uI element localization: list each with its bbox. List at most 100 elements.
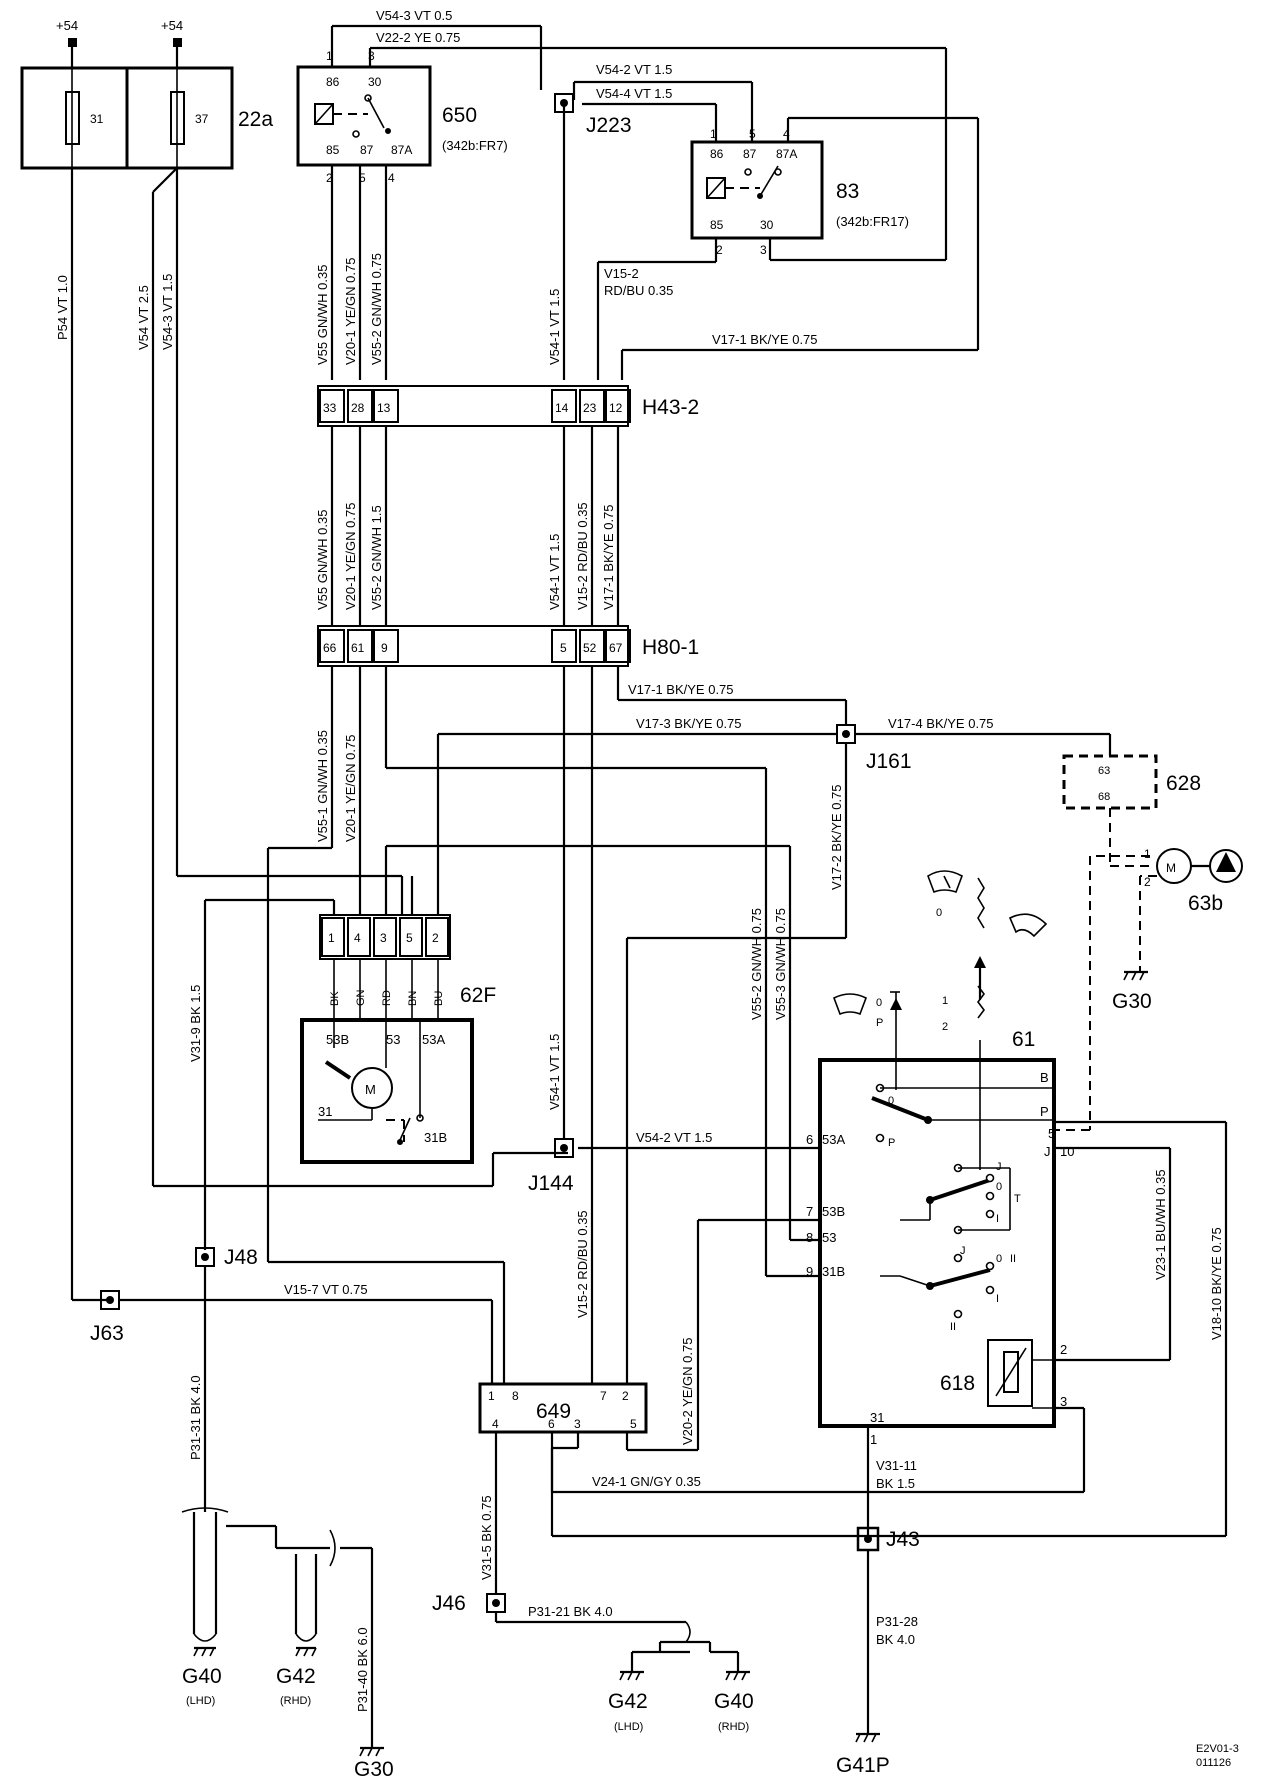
junction-j46-label: J46: [432, 1592, 466, 1615]
relay-83-pin-3: 3: [760, 243, 767, 257]
switch-pos-j-mid: J: [996, 1161, 1002, 1173]
wire-v55-1-label: V55-1 GN/WH 0.35: [315, 730, 330, 842]
wire-v18-10-label: V18-10 BK/YE 0.75: [1209, 1227, 1224, 1340]
fuse-31-label: 31: [90, 112, 104, 126]
module-649-pin-2: 2: [622, 1389, 629, 1403]
wiper-pos-2: 2: [942, 1021, 948, 1033]
switch-term-6: 6: [806, 1132, 813, 1147]
wire-v15-7-label: V15-7 VT 0.75: [284, 1282, 368, 1297]
module-649-pin-6: 6: [548, 1417, 555, 1431]
unit-628-pin-68: 68: [1098, 791, 1110, 803]
wire-v54-1-low-label: V54-1 VT 1.5: [547, 1034, 562, 1110]
fuse-37-label: 37: [195, 112, 209, 126]
motor-62f-color-bu: BU: [433, 991, 445, 1006]
ground-g41p-label: G41P: [836, 1754, 890, 1776]
motor-62f-pin-4: 4: [354, 931, 361, 945]
wire-v54-3-left-label: V54-3 VT 1.5: [160, 274, 175, 350]
relay-83: 1 5 4 86 87 87A 85 30 2 3 83 (342b:FR17): [596, 116, 980, 380]
switch-pos-p-upper: P: [888, 1137, 895, 1149]
relay-650-pin-3: 3: [368, 49, 375, 63]
wire-p31-28-label-a: P31-28: [876, 1614, 918, 1629]
pump-motor-label: M: [1166, 861, 1176, 875]
wire-v17-4-label: V17-4 BK/YE 0.75: [888, 716, 994, 731]
module-649-pin-4: 4: [492, 1417, 499, 1431]
switch-term-53a: 53A: [822, 1132, 845, 1147]
supply-right-label: +54: [161, 18, 183, 33]
wire-p31-40-label: P31-40 BK 6.0: [355, 1627, 370, 1712]
motor-62f-term-31: 31: [318, 1104, 332, 1119]
wiper-pos-1: 1: [942, 995, 948, 1007]
ground-g40-mid-sub: (RHD): [718, 1721, 749, 1733]
wire-v54-1-up-label: V54-1 VT 1.5: [547, 289, 562, 365]
resistor-618-id: 618: [940, 1372, 975, 1395]
relay-650-pin-4: 4: [388, 171, 395, 185]
wire-v55-mid-label: V55 GN/WH 0.35: [315, 510, 330, 610]
ground-g42-left-label: G42: [276, 1665, 316, 1688]
switch-term-j: J: [1044, 1144, 1051, 1159]
h43-pin-23: 23: [583, 401, 597, 415]
switch-pos-ii-mid: II: [1010, 1253, 1016, 1265]
relay-650-pin-1: 1: [326, 49, 333, 63]
supply-left-label: +54: [56, 18, 78, 33]
wire-v15-2-label-a: V15-2: [604, 266, 639, 281]
h43-pin-13: 13: [377, 401, 391, 415]
motor-62f-color-gn: GN: [355, 989, 367, 1006]
wire-v15-2-label-b: RD/BU 0.35: [604, 283, 673, 298]
wire-v24-1-label: V24-1 GN/GY 0.35: [592, 1474, 701, 1489]
wire-v31-11-label-b: BK 1.5: [876, 1476, 915, 1491]
wire-p31-28-label-b: BK 4.0: [876, 1632, 915, 1647]
junction-j223: J223: [554, 93, 632, 380]
motor-62f-pin-1: 1: [328, 931, 335, 945]
ground-g30-bottom-label: G30: [354, 1758, 394, 1776]
motor-62f-color-rd: RD: [381, 990, 393, 1006]
switch-term-53b: 53B: [822, 1204, 845, 1219]
h80-pin-61: 61: [351, 641, 365, 655]
wire-v20-1-up-label: V20-1 YE/GN 0.75: [343, 258, 358, 365]
junction-j144-label: J144: [528, 1172, 574, 1195]
switch-pos-ii-low: II: [950, 1321, 956, 1333]
switch-term-31: 31: [870, 1410, 884, 1425]
relay-83-ref: (342b:FR17): [836, 214, 909, 229]
junction-j144: J144: [528, 1138, 574, 1195]
motor-62f-id: 62F: [460, 984, 496, 1007]
unit-628-id: 628: [1166, 772, 1201, 795]
h80-pin-52: 52: [583, 641, 597, 655]
relay-650-pin-30: 30: [368, 75, 382, 89]
relay-650-pin-5: 5: [359, 171, 366, 185]
wire-v54-2-low-label: V54-2 VT 1.5: [636, 1130, 712, 1145]
wire-v31-5-label: V31-5 BK 0.75: [479, 1495, 494, 1580]
connector-h43-id: H43-2: [642, 396, 699, 419]
relay-650-pin-2: 2: [326, 171, 333, 185]
wire-p31-31-label: P31-31 BK 4.0: [188, 1375, 203, 1460]
footer: E2V01-3 011126: [1196, 1743, 1239, 1769]
switch-pos-t-mid: T: [1014, 1193, 1021, 1205]
pump-pin-1: 1: [1144, 847, 1151, 861]
wire-v17-2-label: V17-2 BK/YE 0.75: [829, 784, 844, 890]
relay-83-pin-2: 2: [716, 243, 723, 257]
pump-63b-id: 63b: [1188, 892, 1223, 915]
motor-62f-motor-label: M: [365, 1082, 376, 1097]
wire-v31-9-label: V31-9 BK 1.5: [188, 985, 203, 1062]
wire-v55-2-up-label: V55-2 GN/WH 0.75: [369, 253, 384, 365]
fuse-box-id: 22a: [238, 108, 273, 131]
relay-650-pin-85: 85: [326, 143, 340, 157]
unit-628-pin-63: 63: [1098, 765, 1110, 777]
wire-v23-1-label: V23-1 BU/WH 0.35: [1153, 1169, 1168, 1280]
switch-term-8: 8: [806, 1230, 813, 1245]
relay-83-pin-85: 85: [710, 218, 724, 232]
switch-term-p: P: [1040, 1104, 1049, 1119]
wiper-symbols: 0 1 2 0 P: [832, 870, 1048, 1090]
pump-pin-2: 2: [1144, 875, 1151, 889]
relay-650-pin-87: 87: [360, 143, 374, 157]
relay-650-pin-87a: 87A: [391, 143, 412, 157]
relay-83-pin-1: 1: [710, 127, 717, 141]
wiper-pos-0-int: 0: [876, 997, 882, 1009]
switch-pos-0-low: 0: [996, 1253, 1002, 1265]
switch-term-31b: 31B: [822, 1264, 845, 1279]
module-649-pin-1: 1: [488, 1389, 495, 1403]
wire-v15-2-mid-label: V15-2 RD/BU 0.35: [575, 502, 590, 610]
motor-62f-color-bn: BN: [407, 991, 419, 1006]
relay-83-pin-30: 30: [760, 218, 774, 232]
wire-p31-21-label: P31-21 BK 4.0: [528, 1604, 613, 1619]
